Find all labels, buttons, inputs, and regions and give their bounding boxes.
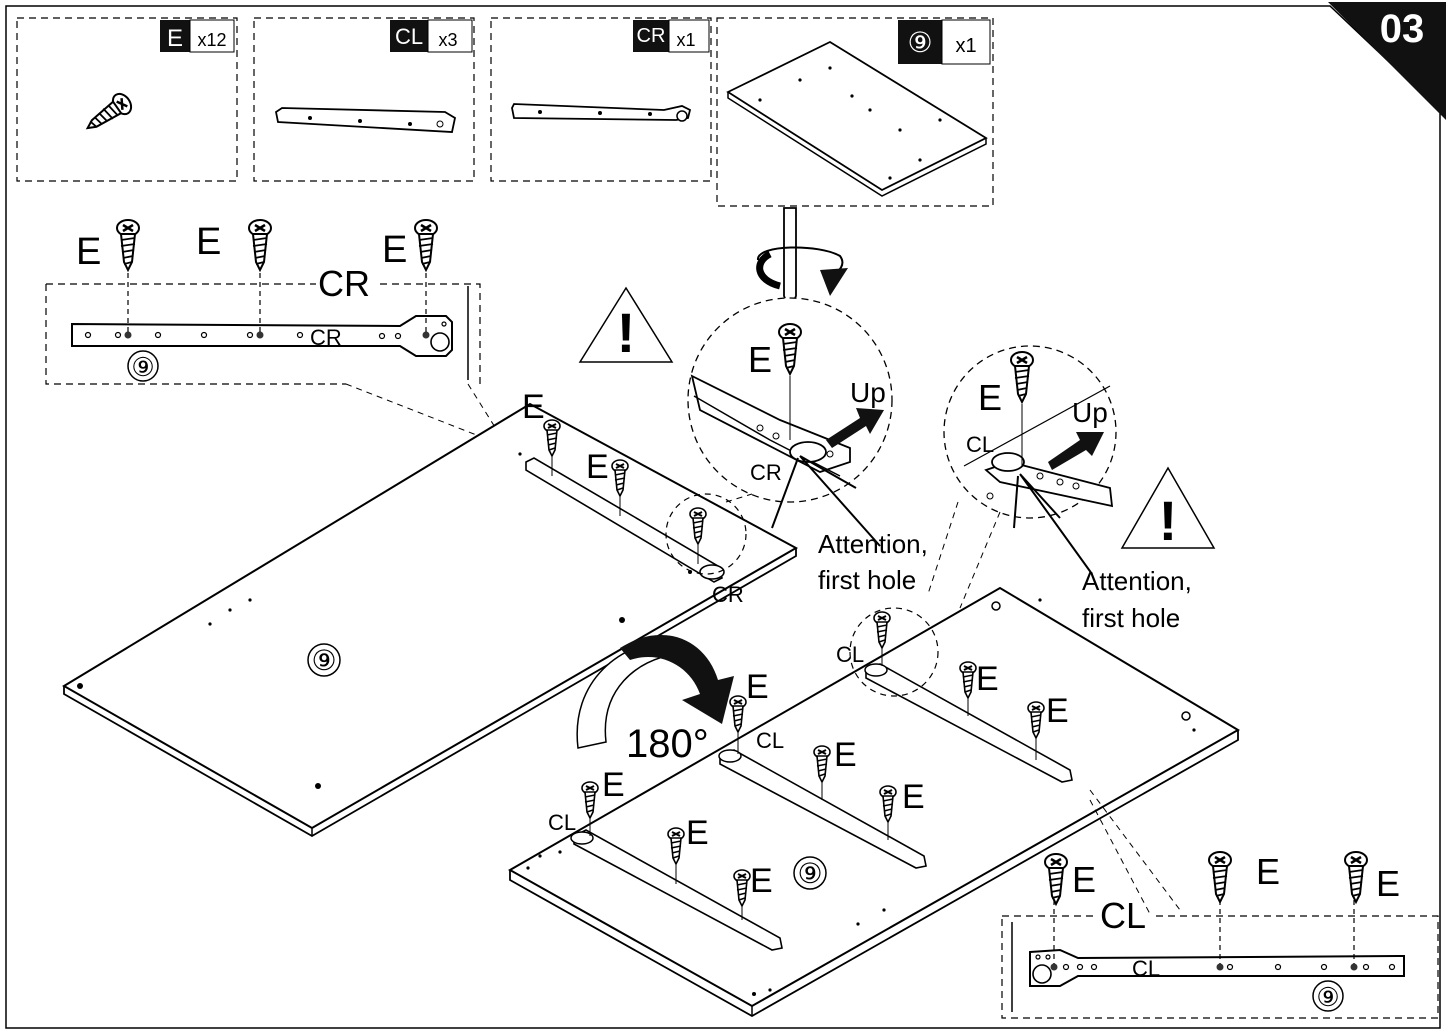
- rail-label: CL: [966, 432, 994, 457]
- screw-icon: [873, 611, 891, 649]
- part-code-e: E: [167, 25, 183, 52]
- screw-icon: [1207, 850, 1233, 904]
- panel-number-badge: ⑨: [307, 643, 341, 677]
- parts-box-panel: ⑨ x1: [716, 17, 994, 207]
- rail-right-icon: [511, 103, 692, 122]
- screw-label: E: [902, 778, 925, 816]
- screw-icon: [80, 89, 137, 139]
- rail-left-icon: [570, 829, 783, 951]
- screw-label: E: [76, 231, 101, 273]
- attention-text: Attention,: [818, 529, 928, 559]
- attention-text: first hole: [818, 565, 916, 595]
- screw-icon: [115, 218, 141, 272]
- up-label: Up: [1072, 397, 1108, 428]
- warning-icon: !: [578, 286, 674, 364]
- rail-left-icon: [718, 749, 927, 869]
- svg-text:⑨: ⑨: [131, 352, 154, 382]
- rail-left-icon: [274, 107, 457, 133]
- screw-icon: [581, 781, 599, 819]
- part-code-cr: CR: [637, 25, 666, 47]
- detail-circle-cl: E Up CL: [943, 345, 1117, 575]
- parts-box-rail-right: CR x1: [490, 17, 712, 182]
- svg-text:!: !: [1159, 489, 1178, 552]
- detail-circle-cr: E Up CR: [687, 297, 893, 547]
- screwdriver-icon: [756, 207, 848, 313]
- warning-icon: !: [1120, 466, 1216, 552]
- rail-label: CR: [318, 263, 370, 304]
- screw-label: E: [602, 766, 625, 804]
- screw-label: E: [1046, 692, 1069, 730]
- panel-number-badge: ⑨: [1312, 980, 1344, 1012]
- parts-box-screw: E x12: [16, 17, 238, 182]
- attention-text: Attention,: [1082, 566, 1192, 596]
- rail-label: CR: [712, 582, 744, 607]
- panel-icon: [726, 40, 988, 197]
- screw-label: E: [976, 660, 999, 698]
- panel-number-badge: ⑨: [793, 856, 827, 890]
- page-frame: [5, 5, 1441, 1029]
- step-badge: 03: [1328, 2, 1446, 120]
- rotation-label: 180°: [626, 722, 709, 766]
- part-qty-cr: x1: [676, 30, 695, 50]
- screw-icon: [1043, 852, 1069, 906]
- detail-cr-rail: E E E CR CR ⑨: [45, 218, 521, 453]
- screw-label: E: [750, 862, 773, 900]
- part-code-panel: ⑨: [907, 27, 932, 58]
- panel-number-badge: ⑨: [127, 350, 159, 382]
- screw-icon: [729, 695, 747, 733]
- screw-label: E: [746, 668, 769, 706]
- up-label: Up: [850, 377, 886, 408]
- screw-label: E: [1256, 851, 1280, 892]
- panel-right: E E E E E E E E CL CL CL ⑨: [507, 586, 1240, 1018]
- rail-label: CR: [750, 460, 782, 485]
- part-qty-cl: x3: [438, 30, 457, 50]
- svg-text:⑨: ⑨: [797, 858, 822, 889]
- part-qty-e: x12: [197, 30, 226, 50]
- screw-label: E: [834, 736, 857, 774]
- rotate-180-arrow-icon: 180°: [576, 634, 734, 766]
- svg-text:⑨: ⑨: [311, 645, 336, 676]
- rail-left-icon: [864, 663, 1073, 783]
- part-qty-panel: x1: [955, 35, 976, 57]
- rail-label: CL: [756, 728, 784, 753]
- screw-icon: [413, 218, 439, 272]
- screw-label: E: [686, 814, 709, 852]
- screw-label: E: [586, 448, 609, 486]
- attention-text: first hole: [1082, 603, 1180, 633]
- parts-box-rail-left: CL x3: [253, 17, 475, 182]
- panel-left: E E CR ⑨: [62, 388, 799, 838]
- screw-label: E: [196, 221, 221, 263]
- part-code-cl: CL: [395, 24, 423, 49]
- screw-label: E: [1072, 859, 1096, 900]
- screw-icon: [247, 218, 273, 272]
- rail-label: CL: [548, 810, 576, 835]
- screw-label: E: [382, 229, 407, 271]
- screw-icon: [1343, 850, 1369, 904]
- rail-label: CL: [836, 642, 864, 667]
- rail-label: CL: [1132, 956, 1160, 981]
- svg-text:!: !: [617, 301, 636, 364]
- screw-label: E: [1376, 863, 1400, 904]
- screw-label: E: [978, 377, 1002, 418]
- rail-label: CL: [1100, 895, 1146, 936]
- step-number: 03: [1380, 7, 1425, 51]
- detail-cl-rail: E E E CL CL ⑨: [1001, 850, 1439, 1019]
- screw-label: E: [522, 388, 545, 426]
- svg-text:⑨: ⑨: [1316, 982, 1339, 1012]
- rail-label: CR: [310, 325, 342, 350]
- screw-label: E: [748, 339, 772, 380]
